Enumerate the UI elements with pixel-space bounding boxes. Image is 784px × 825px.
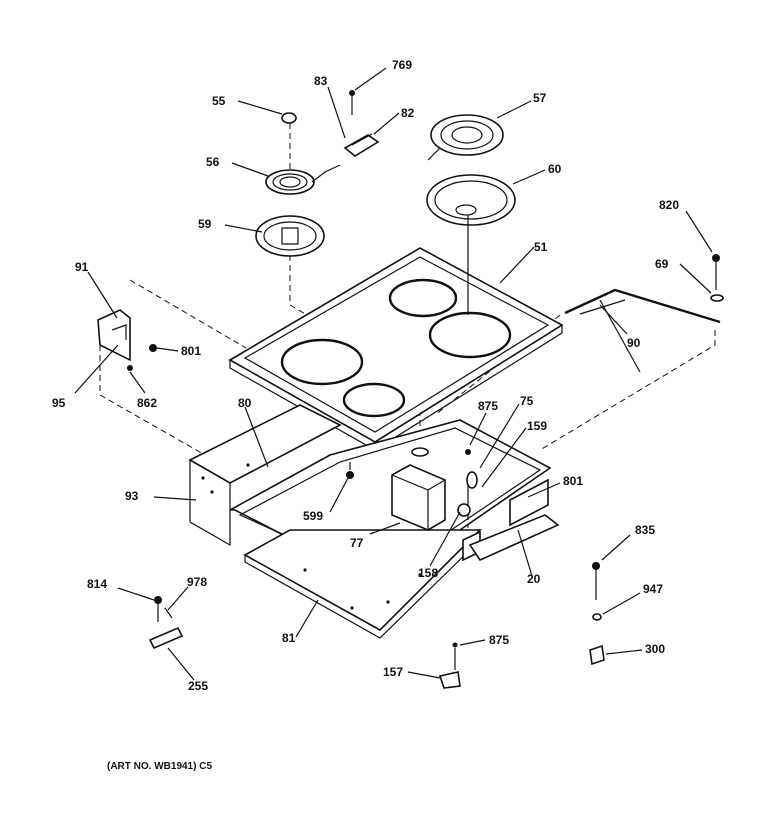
label-20: 20 [527,572,541,586]
right-drip-pan [426,174,516,315]
label-59: 59 [198,217,212,231]
label-814: 814 [87,577,107,591]
label-300: 300 [645,642,665,656]
label-60: 60 [548,162,562,176]
label-80: 80 [238,396,252,410]
label-82: 82 [401,106,415,120]
left-bracket [97,309,157,371]
label-835: 835 [635,523,655,537]
label-255: 255 [188,679,208,693]
label-820: 820 [659,198,679,212]
label-81: 81 [282,631,296,645]
label-875-bottom: 875 [489,633,509,647]
label-158: 158 [418,566,438,580]
label-947: 947 [643,582,663,596]
label-77: 77 [350,536,364,550]
right-bracket [468,478,560,562]
label-862: 862 [137,396,157,410]
left-drip-pan [255,215,325,257]
label-875-top: 875 [478,399,498,413]
label-75: 75 [520,394,534,408]
right-surface-element [427,114,504,161]
part-labels: 769 55 83 82 57 56 60 59 820 51 91 69 80… [52,58,679,693]
hinge-255 [148,596,184,650]
switch-box [391,447,446,531]
leader-lines [74,67,713,681]
clip-157 [438,642,461,689]
label-56: 56 [206,155,220,169]
label-57: 57 [533,91,547,105]
label-157: 157 [383,665,403,679]
label-801-left: 801 [181,344,201,358]
label-91: 91 [75,260,89,274]
label-159: 159 [527,419,547,433]
terminal-block [343,90,380,157]
bolt-stack [589,562,605,666]
label-978: 978 [187,575,207,589]
label-83: 83 [314,74,328,88]
burner-box [188,404,552,639]
label-69: 69 [655,257,669,271]
label-93: 93 [125,489,139,503]
label-51: 51 [534,240,548,254]
label-55: 55 [212,94,226,108]
label-90: 90 [627,336,641,350]
label-769: 769 [392,58,412,72]
art-number-caption: (ART NO. WB1941) C5 [107,761,212,772]
screw-599 [346,462,354,479]
cooktop-main-top [228,247,564,451]
label-801-right: 801 [563,474,583,488]
label-95: 95 [52,396,66,410]
left-surface-element [265,112,341,195]
label-599: 599 [303,509,323,523]
